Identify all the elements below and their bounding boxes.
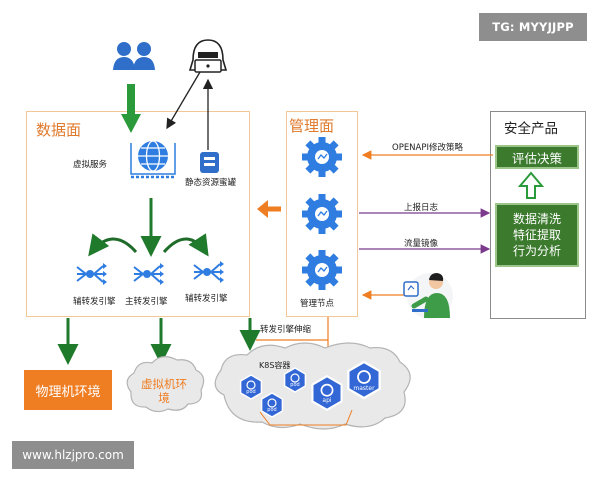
analysis-line-3: 行为分析 (512, 244, 561, 258)
watermark-bottom: www.hlzjpro.com (12, 441, 134, 469)
k8s-pod-node-2 (283, 367, 307, 393)
vm-cloud-shape (126, 356, 205, 413)
report-log-flow-label: 上报日志 (404, 203, 439, 213)
k8s-pod-label-1: pod (246, 389, 255, 395)
security-product-title: 安全产品 (504, 121, 558, 137)
admin-person-icon (403, 273, 453, 319)
globe-server-icon (130, 140, 176, 179)
watermark-top: TG: MYYJJPP (479, 13, 587, 41)
mgmt-gear-2-icon (301, 193, 343, 235)
vm-env-label: 虚拟机环境 (138, 377, 190, 405)
k8s-container-label: K8S容器 (259, 360, 290, 370)
forward-engine-right-icon (193, 260, 225, 284)
forward-engine-main-icon (133, 262, 165, 286)
virtual-service-label: 虚拟服务 (73, 160, 108, 170)
k8s-pod-node-1 (239, 374, 263, 400)
k8s-master-node (347, 360, 381, 400)
static-honeypot-label: 静态资源蜜罐 (185, 178, 237, 188)
k8s-pod-label-2: pod (290, 382, 299, 388)
k8s-pod-node-3 (260, 392, 284, 418)
data-plane-panel (26, 111, 250, 317)
engine-label-right: 辅转发引擎 (185, 294, 228, 304)
evaluate-decision-label: 评估决策 (511, 150, 562, 166)
data-plane-title: 数据面 (36, 121, 82, 139)
analysis-line-2: 特征提取 (512, 228, 561, 242)
k8s-pod-label-3: pod (267, 407, 276, 413)
forward-engine-left-icon (76, 262, 108, 286)
traffic-mirror-flow-label: 流量镜像 (404, 239, 439, 249)
physical-env-box: 物理机环境 (24, 370, 112, 410)
vm-env-text: 虚拟机环境 (141, 377, 187, 405)
openapi-flow-label: OPENAPI修改策略 (392, 143, 463, 153)
engine-label-left: 辅转发引擎 (73, 297, 116, 307)
k8s-api-label: api (322, 397, 331, 404)
mgmt-plane-title: 管理面 (289, 117, 335, 135)
analysis-box: 数据清洗 特征提取 行为分析 (495, 203, 579, 267)
users-icon (113, 42, 155, 70)
mgmt-gear-3-icon (301, 249, 343, 291)
engine-label-main: 主转发引擎 (125, 297, 168, 307)
mgmt-node-label: 管理节点 (300, 299, 335, 309)
hacker-icon (188, 39, 228, 73)
honeypot-icon (200, 152, 219, 173)
k8s-master-label: master (353, 385, 375, 392)
k8s-api-node (311, 375, 343, 411)
mgmt-gear-1-icon (301, 136, 343, 178)
engine-scaling-flow-label: 转发引擎伸缩 (260, 325, 312, 335)
physical-env-label: 物理机环境 (35, 384, 101, 400)
evaluate-decision-box: 评估决策 (495, 145, 579, 169)
analysis-line-1: 数据清洗 (512, 212, 561, 226)
